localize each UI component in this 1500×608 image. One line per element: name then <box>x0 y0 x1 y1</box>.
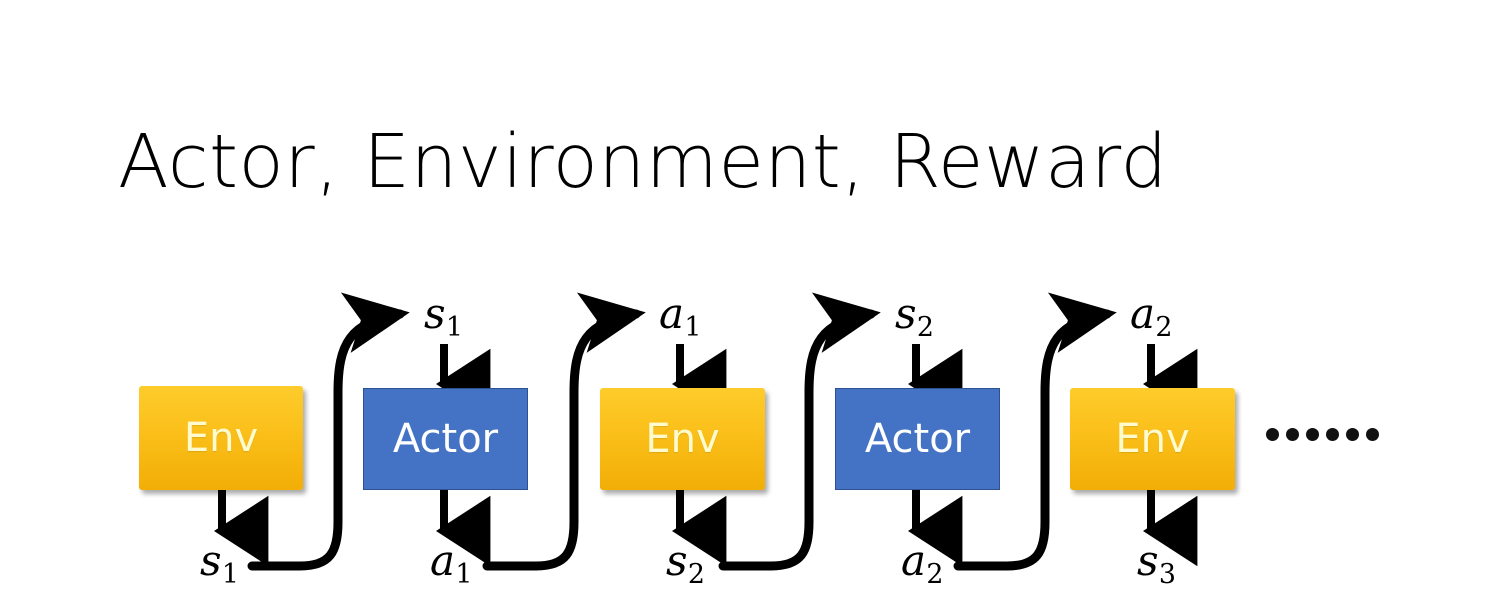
label-action-a1-top: a1 <box>659 293 701 342</box>
label-subscript: 2 <box>916 312 934 344</box>
node-env-3[interactable]: Env <box>1070 388 1235 490</box>
label-state-s3-bottom: s3 <box>1137 540 1176 589</box>
node-env-1[interactable]: Env <box>139 386 303 490</box>
ellipsis-dot <box>1326 428 1339 441</box>
label-base: a <box>901 536 927 585</box>
label-state-s1-bottom: s1 <box>200 540 239 589</box>
label-action-a2-top: a2 <box>1130 293 1172 342</box>
node-label: Actor <box>864 416 971 462</box>
node-actor-1[interactable]: Actor <box>363 388 528 490</box>
label-base: s <box>666 536 688 585</box>
label-base: a <box>1130 289 1156 338</box>
label-subscript: 1 <box>455 559 473 591</box>
label-base: s <box>895 289 917 338</box>
label-subscript: 1 <box>684 312 702 344</box>
node-label: Env <box>183 415 259 461</box>
label-base: s <box>424 289 446 338</box>
label-state-s2-bottom: s2 <box>666 540 705 589</box>
node-label: Env <box>1115 416 1190 462</box>
label-action-a1-bottom: a1 <box>430 540 472 589</box>
label-subscript: 3 <box>1158 559 1176 591</box>
ellipsis-dot <box>1366 428 1379 441</box>
label-subscript: 1 <box>445 312 463 344</box>
label-subscript: 2 <box>926 559 944 591</box>
page-title: Actor, Environment, Reward <box>118 119 1168 205</box>
label-state-s1-top: s1 <box>424 293 463 342</box>
ellipsis-dot-group <box>1266 428 1319 441</box>
label-state-s2-top: s2 <box>895 293 934 342</box>
ellipsis-dot <box>1346 428 1359 441</box>
label-subscript: 2 <box>687 559 705 591</box>
node-label: Actor <box>392 416 499 462</box>
continuation-ellipsis-icon <box>1266 428 1379 441</box>
label-subscript: 1 <box>221 559 239 591</box>
label-subscript: 2 <box>1155 312 1173 344</box>
node-label: Env <box>645 416 720 462</box>
ellipsis-dot <box>1286 428 1299 441</box>
ellipsis-dot-group <box>1326 428 1379 441</box>
label-base: a <box>659 289 685 338</box>
label-base: s <box>1137 536 1159 585</box>
label-base: a <box>430 536 456 585</box>
label-base: s <box>200 536 222 585</box>
ellipsis-dot <box>1266 428 1279 441</box>
node-actor-2[interactable]: Actor <box>835 388 1000 490</box>
label-action-a2-bottom: a2 <box>901 540 943 589</box>
ellipsis-dot <box>1306 428 1319 441</box>
node-env-2[interactable]: Env <box>600 388 765 490</box>
